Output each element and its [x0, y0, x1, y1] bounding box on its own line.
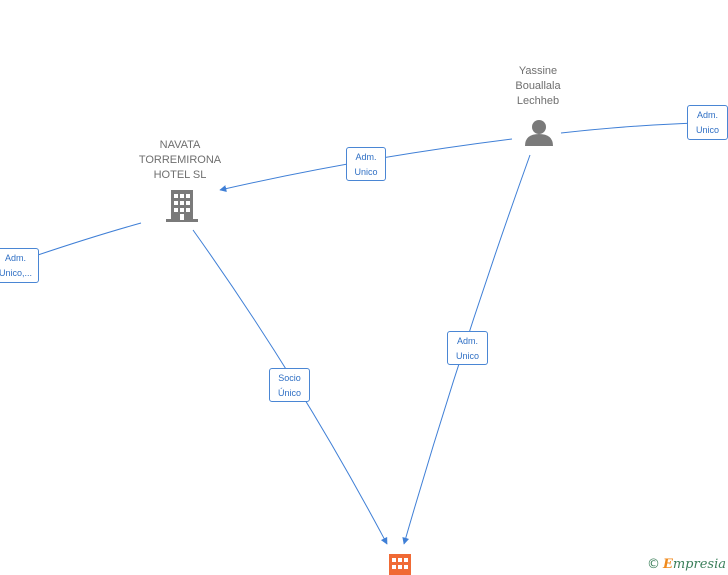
- node-label-navata[interactable]: NAVATA TORREMIRONA HOTEL SL: [138, 139, 222, 181]
- building-icon[interactable]: [166, 190, 198, 222]
- edge-label-yassine-navata[interactable]: Adm. Unico: [346, 147, 386, 181]
- brand-logo: ©Empresia: [647, 557, 726, 572]
- brand-initial: E: [662, 557, 673, 572]
- edge-label-navata-target[interactable]: Socio Único: [269, 368, 310, 402]
- edge-label-external-yassine[interactable]: Adm. Unico: [687, 105, 728, 140]
- building-icon[interactable]: [389, 554, 411, 575]
- brand-name: mpresia: [672, 557, 726, 572]
- copyright-symbol: ©: [646, 557, 660, 572]
- node-label-yassine[interactable]: Yassine Bouallala Lechheb: [515, 65, 561, 107]
- edge-label-external-navata[interactable]: Adm. Unico,...: [0, 248, 39, 283]
- edge-label-yassine-target[interactable]: Adm. Unico: [447, 331, 488, 365]
- person-icon[interactable]: [525, 120, 553, 146]
